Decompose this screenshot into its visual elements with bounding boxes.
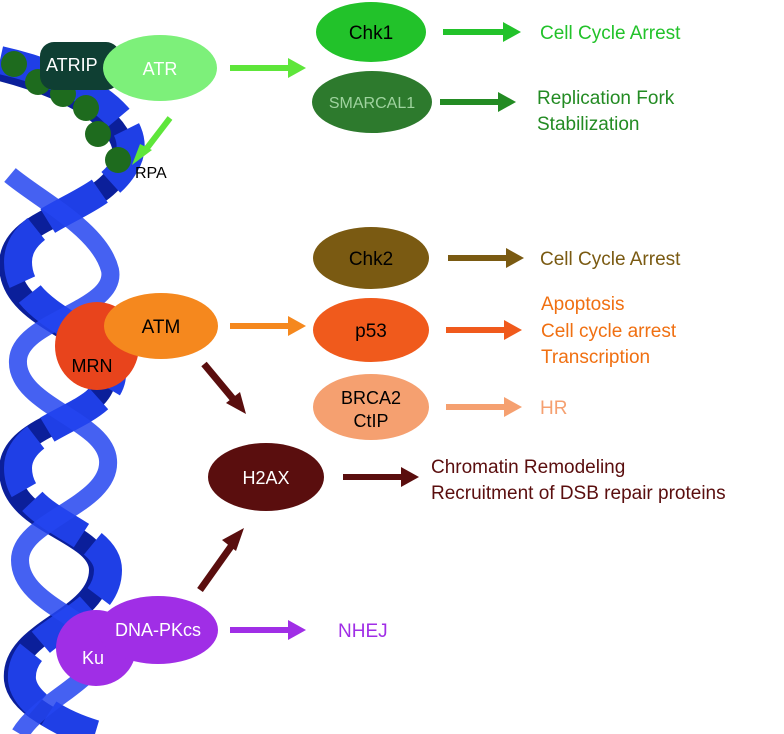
dnapk-outcome: NHEJ	[338, 621, 388, 642]
smarcal1-outcome-line1: Replication Fork	[537, 88, 675, 109]
atr-rpa-arrow	[141, 116, 173, 154]
smarcal1-node	[312, 71, 432, 133]
chk1-label: Chk1	[349, 23, 393, 44]
chk2-outcome: Cell Cycle Arrest	[540, 249, 681, 270]
p53-label: p53	[355, 321, 387, 342]
chk1-outcome: Cell Cycle Arrest	[540, 23, 681, 44]
atm-h2ax-arrow	[201, 361, 237, 403]
p53-outcome-line1: Apoptosis	[541, 294, 624, 315]
chk2-node	[313, 227, 429, 289]
chk1-arrowhead	[503, 22, 521, 42]
mrn-label: MRN	[72, 356, 113, 376]
rpa-bead	[73, 95, 99, 121]
rpa-bead	[85, 121, 111, 147]
rpa-bead	[105, 147, 131, 173]
atr-rpa-arrowhead	[132, 144, 152, 165]
atr-arrowhead	[288, 58, 306, 78]
brca2-ctip-node	[313, 374, 429, 440]
brca2-outcome: HR	[540, 398, 567, 419]
dnapk-arrowhead	[288, 620, 306, 640]
h2ax-outcome-line2: Recruitment of DSB repair proteins	[431, 483, 726, 504]
atm-arrowhead	[288, 316, 306, 336]
ku-label: Ku	[82, 648, 104, 668]
chk2-label: Chk2	[349, 249, 393, 270]
chk2-arrowhead	[506, 248, 524, 268]
atr-label: ATR	[143, 59, 178, 79]
ctip-label: CtIP	[353, 411, 388, 431]
p53-node	[313, 298, 429, 362]
smarcal1-label: SMARCAL1	[329, 95, 415, 112]
dnapk-h2ax-arrowhead	[222, 528, 244, 551]
p53-outcome-line2: Cell cycle arrest	[541, 321, 677, 342]
brca2-label: BRCA2	[341, 388, 401, 408]
rpa-label: RPA	[135, 165, 167, 182]
p53-outcome-line3: Transcription	[541, 347, 650, 368]
atm-node	[104, 293, 218, 359]
atrip-label: ATRIP	[46, 55, 98, 75]
dnapk-node	[98, 596, 218, 664]
dnapk-h2ax-arrow	[197, 542, 235, 593]
h2ax-label: H2AX	[242, 468, 289, 488]
h2ax-node	[208, 443, 324, 511]
atrip-node	[40, 42, 120, 90]
dnapk-label: DNA-PKcs	[115, 620, 201, 640]
smarcal1-arrowhead	[498, 92, 516, 112]
rpa-bead	[1, 51, 27, 77]
h2ax-arrowhead	[401, 467, 419, 487]
atr-node	[103, 35, 217, 101]
chk1-node	[316, 2, 426, 62]
brca2-arrowhead	[504, 397, 522, 417]
h2ax-outcome-line1: Chromatin Remodeling	[431, 457, 625, 478]
atm-label: ATM	[142, 317, 181, 338]
p53-arrowhead	[504, 320, 522, 340]
smarcal1-outcome-line2: Stabilization	[537, 114, 639, 135]
atm-h2ax-arrowhead	[226, 392, 246, 414]
